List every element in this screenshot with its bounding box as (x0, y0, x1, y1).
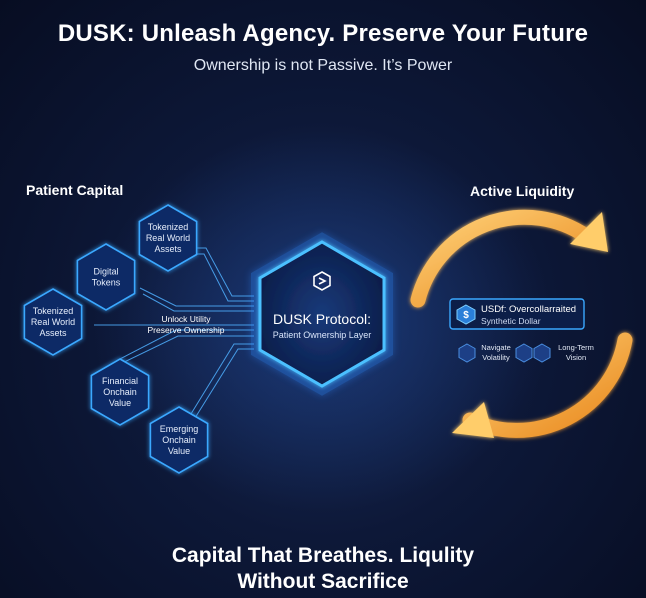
dusk-protocol-hex (251, 232, 393, 396)
vision-line1: Long-Term (558, 343, 594, 352)
asset-hex-label: Tokenized (148, 222, 189, 232)
footer-tagline: Capital That Breathes. Liqulity Without … (0, 543, 646, 595)
dusk-logo-icon (313, 271, 331, 291)
footer-line-2: Without Sacrifice (237, 570, 409, 593)
arrow-head-icon (570, 212, 608, 252)
dollar-coin-icon (456, 304, 476, 325)
asset-hex (90, 358, 150, 426)
asset-hex-label: Real World (146, 233, 190, 243)
asset-hex (138, 204, 198, 272)
asset-hex (23, 288, 83, 356)
usdf-card: $ USDf: Overcollarraited Synthetic Dolla… (449, 298, 585, 330)
asset-hex-label: Assets (39, 328, 67, 338)
asset-hex-label: Tokens (92, 278, 121, 288)
center-title: DUSK Protocol: (273, 311, 371, 327)
asset-hex-label: Value (168, 446, 190, 456)
center-subtitle: Patient Ownership Layer (273, 330, 372, 340)
asset-hex-label: Value (109, 398, 131, 408)
usdf-subtitle: Synthetic Dollar (481, 316, 541, 326)
usdf-title: USDf: Overcollarraited (481, 304, 576, 315)
cycle-arrows (410, 209, 633, 438)
patient-capital-label: Patient Capital (26, 182, 124, 198)
asset-hex-label: Onchain (162, 435, 196, 445)
volatility-line2: Volatility (482, 353, 510, 362)
vision-line2: Vision (566, 353, 586, 362)
connector-lines (94, 247, 254, 427)
asset-hex (76, 243, 136, 311)
asset-hex-label: Assets (154, 244, 182, 254)
active-liquidity-label: Active Liquidity (470, 183, 575, 199)
hex-icon (458, 343, 476, 363)
flow-label-line: Preserve Ownership (147, 325, 224, 335)
flow-label-line: Unlock Utility (161, 314, 211, 324)
asset-hex-label: Tokenized (33, 306, 74, 316)
hex-icon (533, 343, 551, 363)
asset-hex-label: Financial (102, 376, 138, 386)
asset-hex (149, 406, 209, 474)
page-title: DUSK: Unleash Agency. Preserve Your Futu… (57, 20, 589, 47)
arrow-head-icon (452, 402, 494, 438)
hex-icon (515, 343, 533, 363)
svg-text:$: $ (463, 310, 469, 321)
volatility-line1: Navigate (481, 343, 511, 352)
volatility-row: Navigate Volatility Long-Term Vision (458, 343, 594, 363)
asset-hex-label: Digital (93, 267, 118, 277)
footer-line-1: Capital That Breathes. Liqulity (171, 544, 475, 567)
asset-hex-label: Onchain (103, 387, 137, 397)
page-subtitle: Ownership is not Passive. It’s Power (193, 57, 453, 74)
asset-hex-label: Emerging (160, 424, 199, 434)
asset-hex-label: Real World (31, 317, 75, 327)
